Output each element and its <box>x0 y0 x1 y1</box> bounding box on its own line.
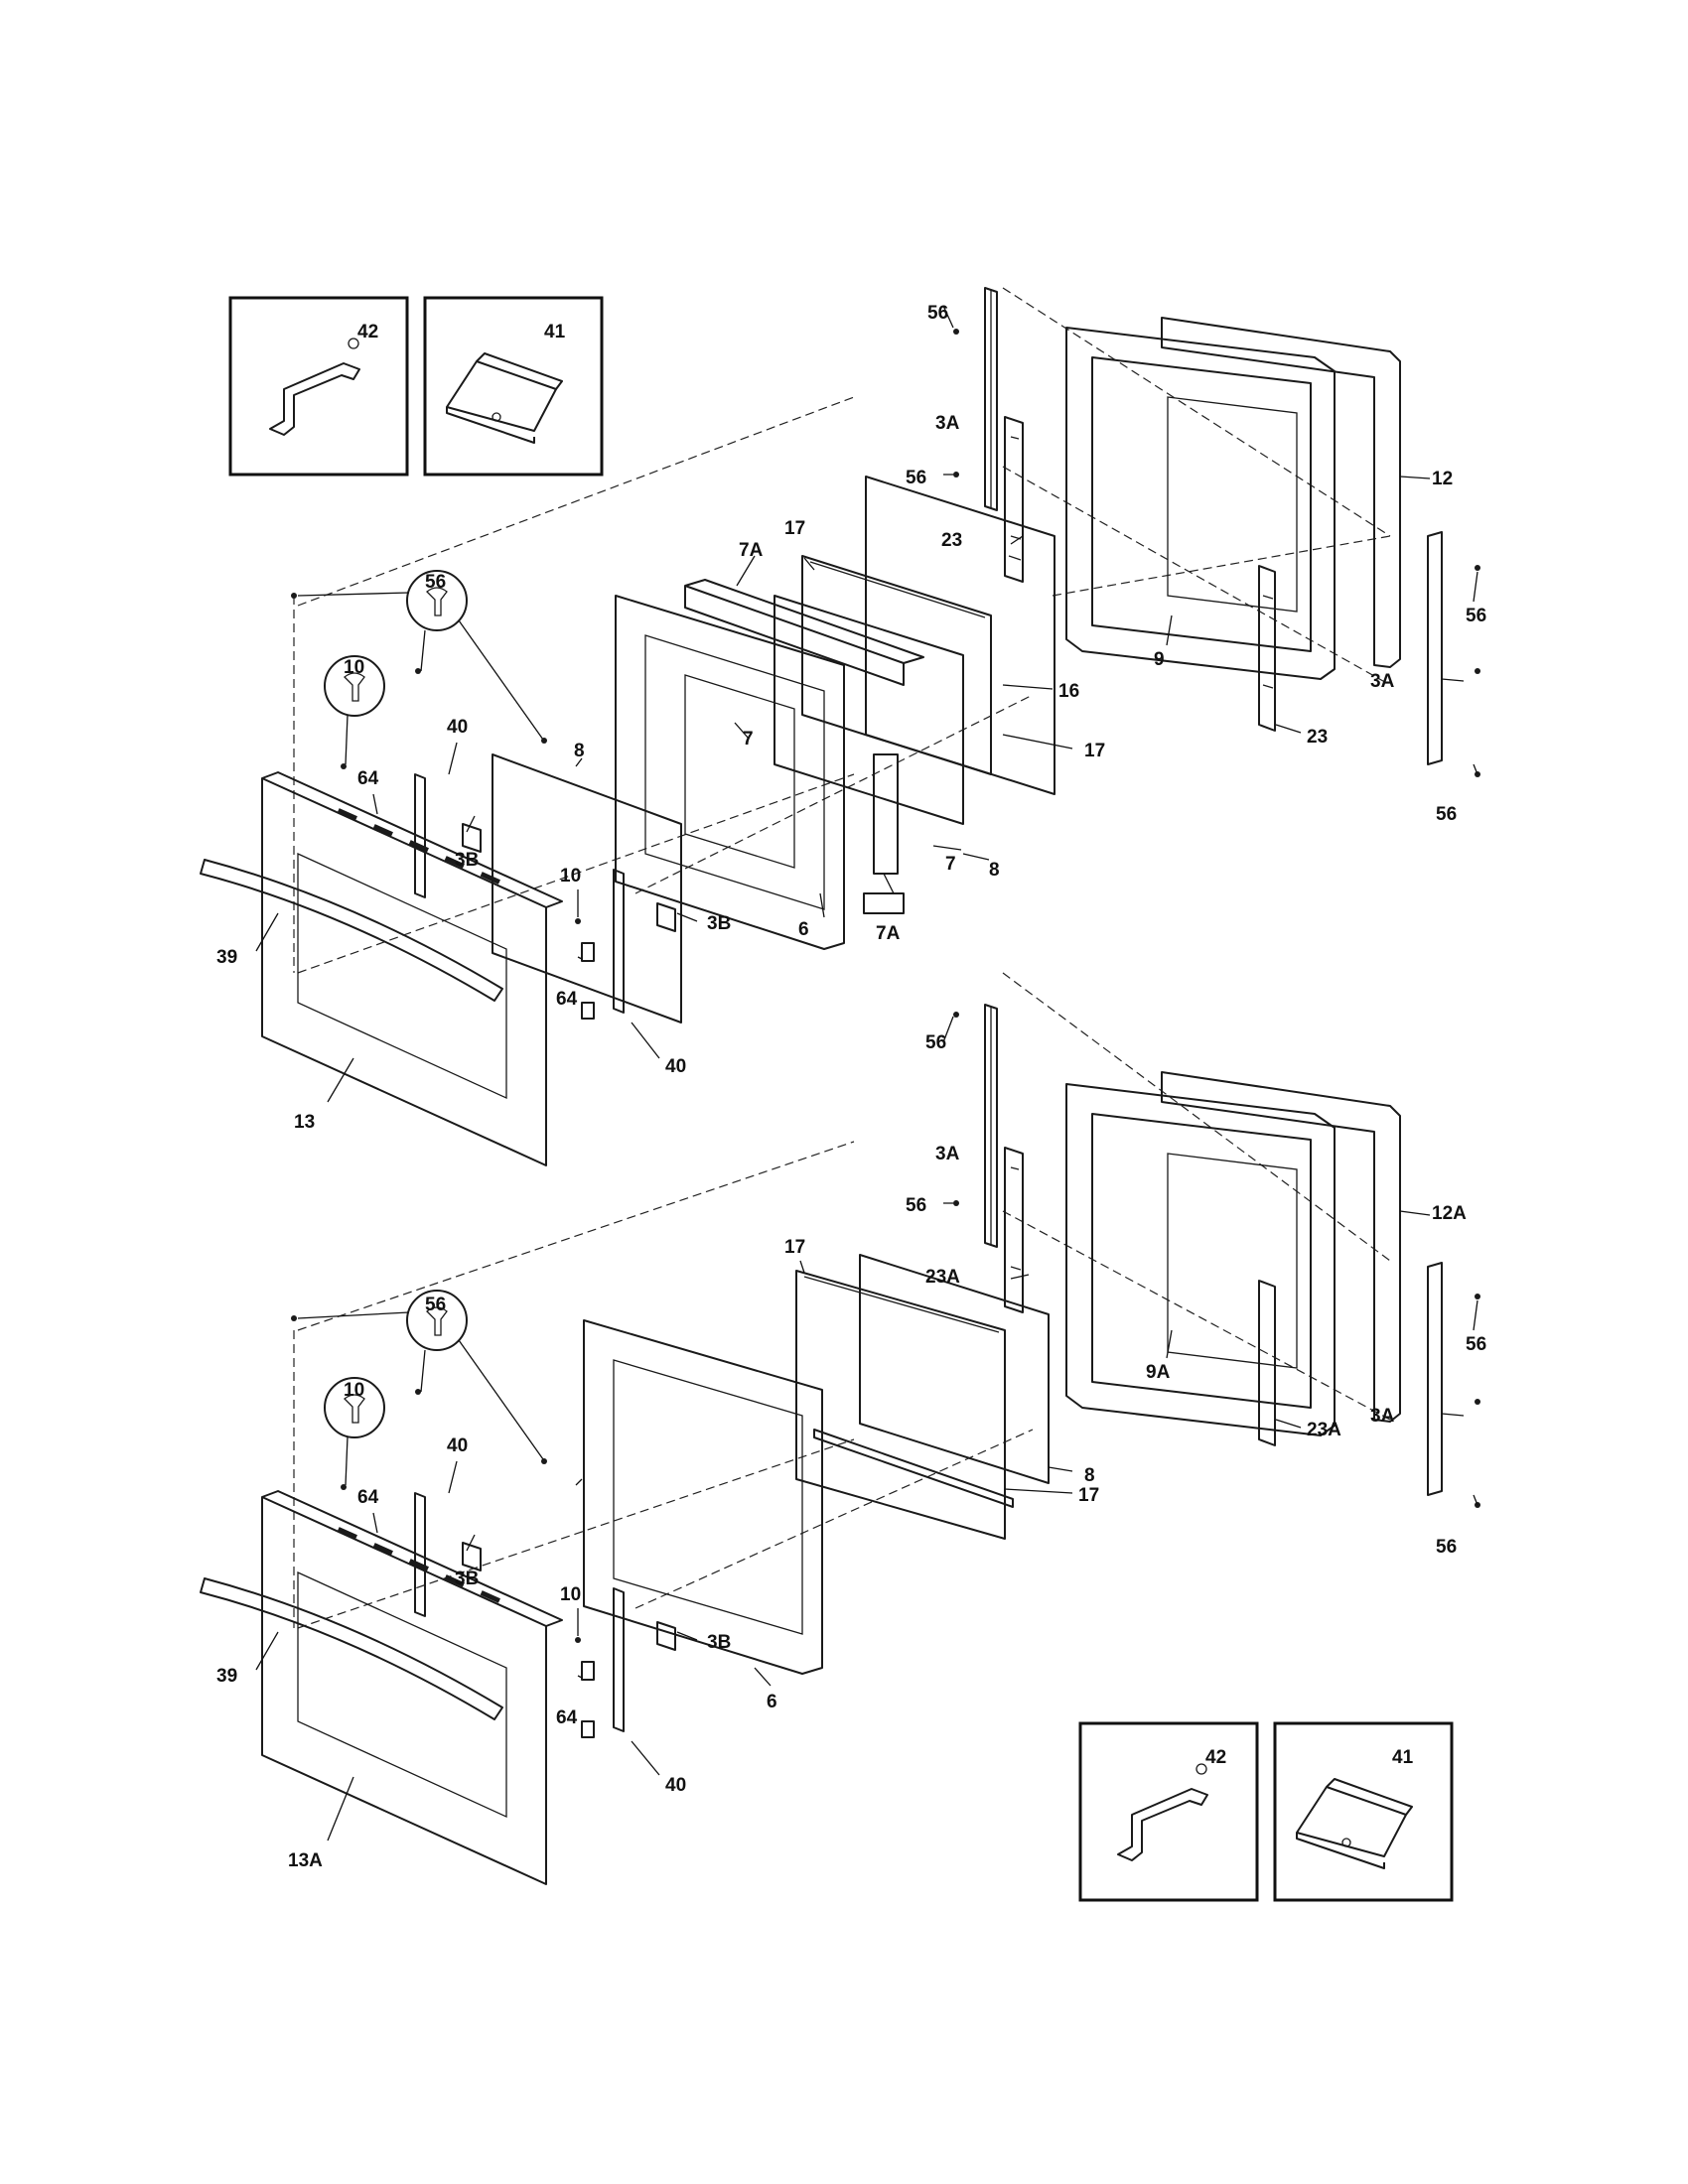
screw-callout-10 <box>324 1377 385 1486</box>
part-label: 39 <box>216 947 237 968</box>
part-label: 3A <box>935 1144 960 1164</box>
part-label: 23A <box>1307 1420 1341 1440</box>
inset-box-lower-right-41: 41 <box>1273 1721 1454 1902</box>
part-label: 64 <box>357 768 379 789</box>
part-label: 12A <box>1432 1203 1467 1224</box>
inset-box-lower-right-42: 42 <box>1078 1721 1259 1902</box>
vent-slots <box>337 1527 500 1603</box>
part-label: 6 <box>798 919 809 940</box>
part-label: 7 <box>945 854 956 875</box>
part-label: 6 <box>767 1692 777 1712</box>
part-label: 56 <box>927 303 948 324</box>
part-label: 41 <box>544 322 566 342</box>
part-label: 56 <box>1466 1334 1486 1355</box>
part-label: 8 <box>989 860 1000 881</box>
part-label: 9A <box>1146 1362 1171 1383</box>
channel-icon <box>446 352 563 444</box>
part-label: 23A <box>925 1267 960 1288</box>
part-label: 56 <box>925 1032 946 1053</box>
upper-door-assembly: 56 3A 56 12 23 9 23 56 3A 56 16 17 17 7A… <box>200 287 1486 1166</box>
part-label: 13 <box>294 1112 315 1133</box>
part-label: 64 <box>357 1487 379 1508</box>
part-label: 41 <box>1392 1747 1414 1768</box>
part-label: 13A <box>288 1850 323 1871</box>
part-label: 40 <box>665 1056 686 1077</box>
part-label: 56 <box>1436 1537 1457 1558</box>
part-label: 17 <box>1078 1485 1099 1506</box>
screw-callout-56 <box>297 570 544 741</box>
part-label: 10 <box>344 657 364 678</box>
part-label: 23 <box>1307 727 1328 748</box>
part-label: 3A <box>1370 1406 1395 1427</box>
part-label: 3A <box>935 413 960 434</box>
part-label: 3B <box>455 850 479 871</box>
channel-icon <box>1296 1778 1413 1869</box>
part-label: 3B <box>707 913 731 934</box>
part-label: 56 <box>906 1195 926 1216</box>
part-label: 17 <box>784 518 805 539</box>
part-label: 56 <box>1466 606 1486 626</box>
part-label: 3B <box>455 1569 479 1589</box>
part-label: 7A <box>739 540 764 561</box>
part-label: 7 <box>743 729 754 750</box>
part-label: 8 <box>1084 1465 1095 1486</box>
part-label: 17 <box>784 1237 805 1258</box>
part-label: 56 <box>1436 804 1457 825</box>
part-label: 12 <box>1432 469 1453 489</box>
part-label: 56 <box>425 1295 446 1315</box>
part-label: 17 <box>1084 741 1105 761</box>
part-label: 10 <box>560 1584 581 1605</box>
part-label: 7A <box>876 923 901 944</box>
screw-callout-10 <box>324 655 385 765</box>
inset-box-upper-left-41: 41 <box>423 296 604 477</box>
inset-box-upper-left-42: 42 <box>228 296 409 477</box>
part-label: 16 <box>1058 681 1079 702</box>
screw-callout-56 <box>297 1290 544 1460</box>
part-label: 40 <box>665 1775 686 1796</box>
part-label: 8 <box>574 741 585 761</box>
part-label: 56 <box>425 572 446 593</box>
part-label: 40 <box>447 717 468 738</box>
part-label: 42 <box>357 322 378 342</box>
lower-door-assembly: 56 3A 56 12A 23A 9A 23A 56 3A 56 17 8 17… <box>200 972 1486 1885</box>
part-label: 40 <box>447 1435 468 1456</box>
part-label: 10 <box>560 866 581 887</box>
part-label: 39 <box>216 1666 237 1687</box>
part-label: 64 <box>556 989 578 1010</box>
part-label: 42 <box>1205 1747 1226 1768</box>
part-label: 10 <box>344 1380 364 1401</box>
vent-slots <box>337 808 500 885</box>
part-label: 9 <box>1154 649 1165 670</box>
part-label: 3A <box>1370 671 1395 692</box>
part-label: 23 <box>941 530 962 551</box>
part-label: 3B <box>707 1632 731 1653</box>
bracket-icon <box>269 338 360 436</box>
bracket-icon <box>1117 1763 1208 1861</box>
part-label: 64 <box>556 1707 578 1728</box>
part-label: 56 <box>906 468 926 488</box>
